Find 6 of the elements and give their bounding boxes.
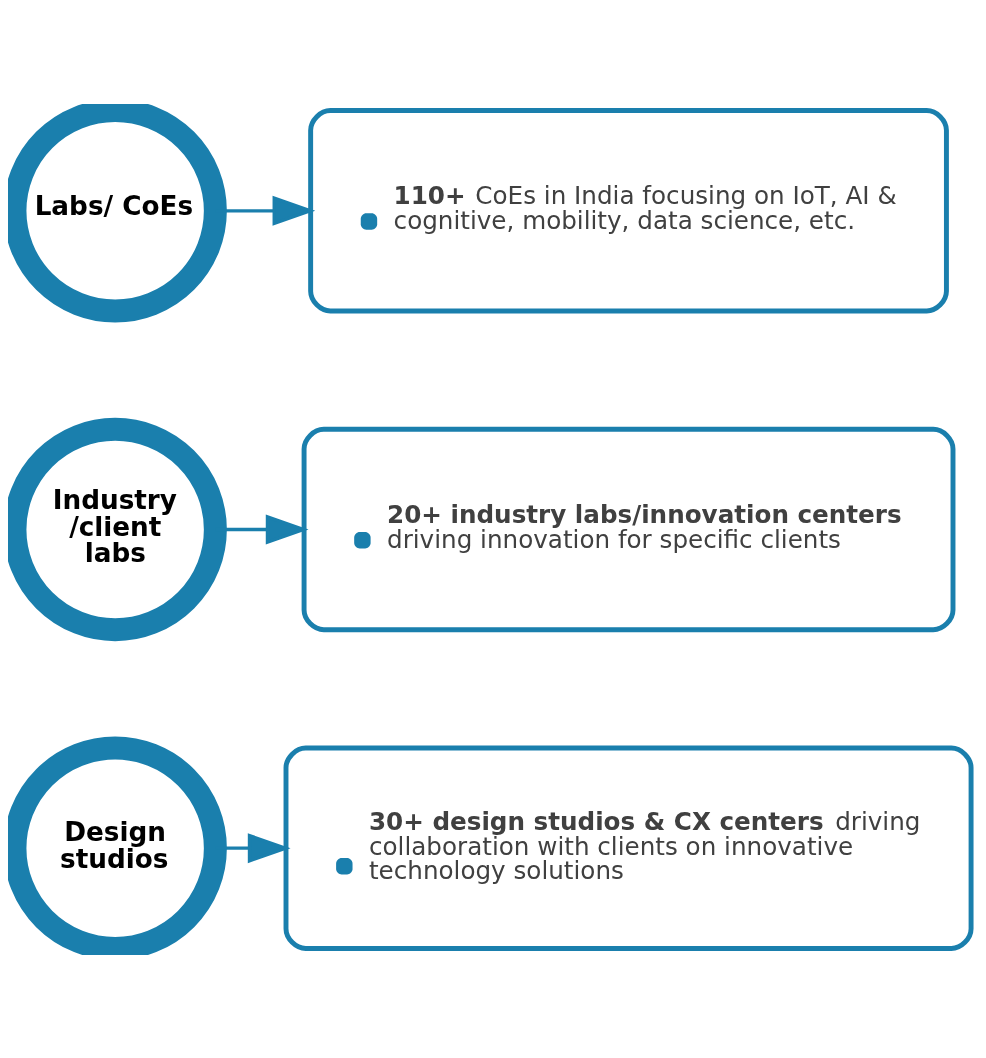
- node-box: 110+ CoEs in India focusing on IoT, AI & cognitive, mobility, data science, etc.: [308, 107, 949, 313]
- node-circle: Design studios: [8, 736, 227, 955]
- node-box: 20+ industry labs/innovation centers driving innovation for specific clients: [301, 426, 956, 632]
- node-circle: Industry /client labs: [8, 417, 227, 641]
- node-circle: Labs/ CoEs: [8, 103, 227, 322]
- node-box: 30+ design studios & CX centers driving collaboration with clients on innovative technology solutions: [283, 745, 974, 951]
